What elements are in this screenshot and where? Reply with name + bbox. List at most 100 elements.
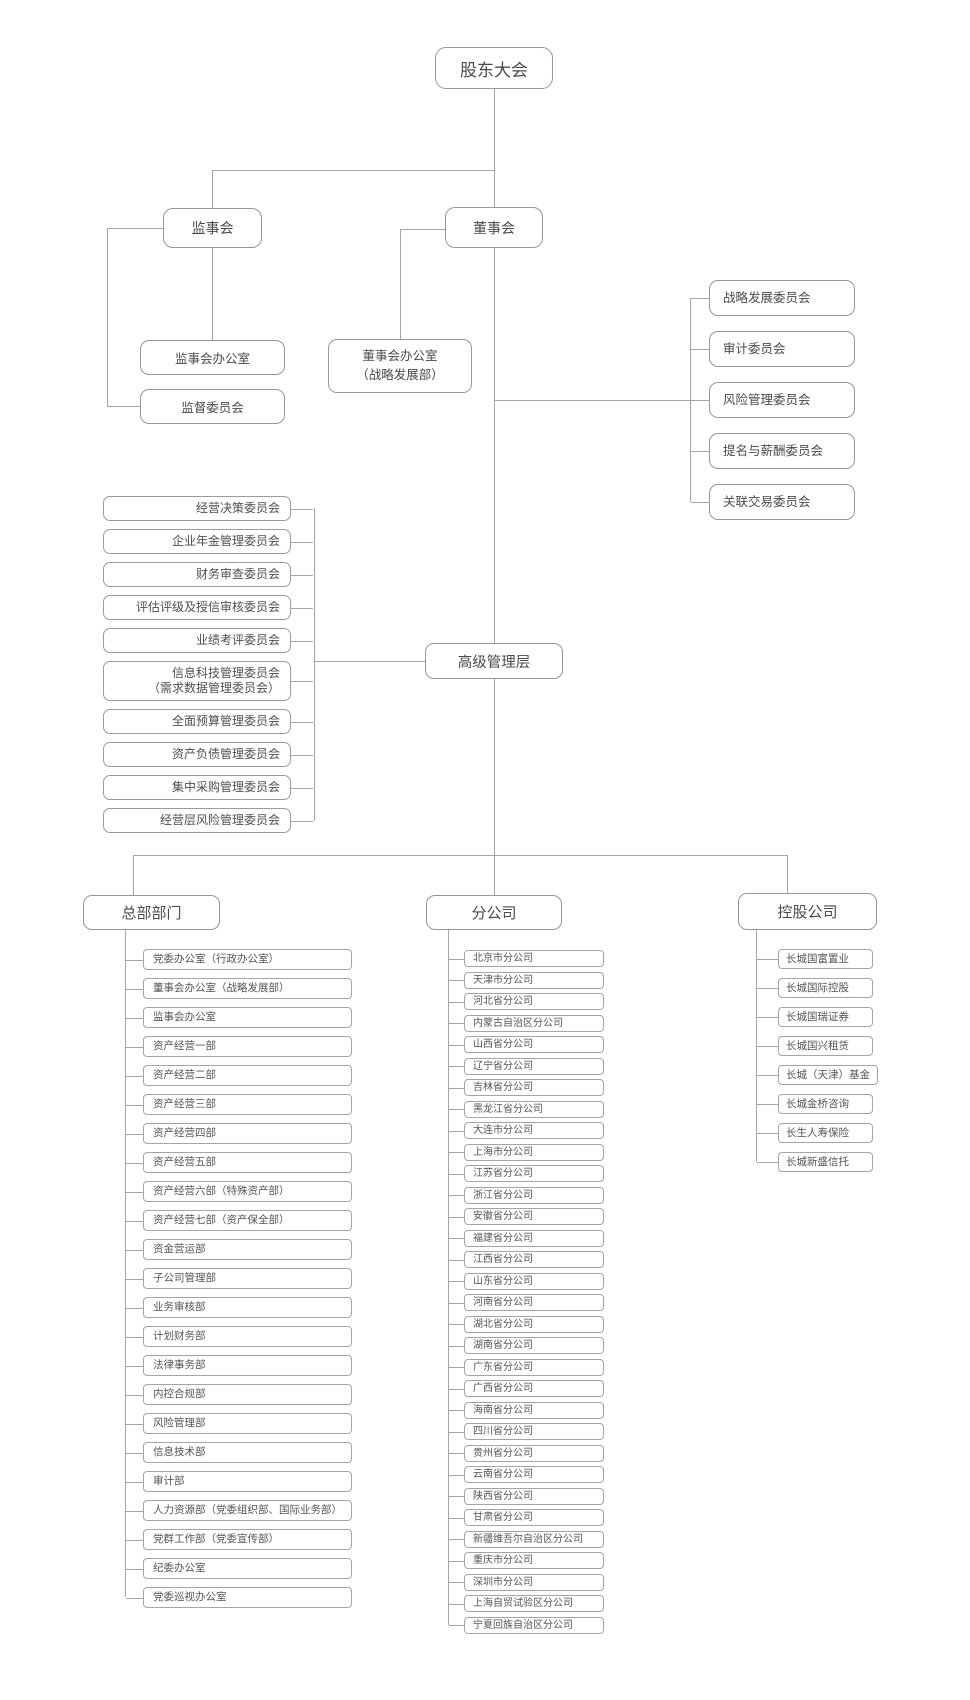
hq-department-item: 人力资源部（党委组织部、国际业务部） xyxy=(126,1500,352,1521)
branch-company-item: 天津市分公司 xyxy=(449,971,604,989)
branch-company-item: 四川省分公司 xyxy=(449,1423,604,1440)
hq-department-item: 党群工作部（党委宣传部） xyxy=(126,1529,352,1550)
holding-company-item: 长城国兴租赁 xyxy=(757,1036,873,1056)
board-committee-item: 提名与薪酬委员会 xyxy=(691,433,855,469)
holding-company-item: 长城新盛信托 xyxy=(757,1152,873,1172)
branch-company-item: 江西省分公司 xyxy=(449,1251,604,1268)
connector xyxy=(787,855,788,893)
connector xyxy=(133,855,134,895)
branch-company-item: 福建省分公司 xyxy=(449,1229,604,1247)
holding-company-item: 长城国际控股 xyxy=(757,978,873,998)
hq-department-item: 监事会办公室 xyxy=(126,1007,352,1028)
branch-company-item: 广东省分公司 xyxy=(449,1358,604,1376)
node-hq-departments-header: 总部部门 xyxy=(83,895,220,930)
holding-company-item: 长城国富置业 xyxy=(757,949,873,969)
hq-department-item: 资产经营五部 xyxy=(126,1152,352,1173)
hq-department-item: 党委办公室（行政办公室） xyxy=(126,949,352,970)
hq-department-item: 资产经营三部 xyxy=(126,1094,352,1115)
management-committee-item: 企业年金管理委员会 xyxy=(103,529,313,554)
hq-department-item: 风险管理部 xyxy=(126,1413,352,1434)
management-committee-item: 全面预算管理委员会 xyxy=(103,709,313,734)
node-board-office: 董事会办公室 （战略发展部） xyxy=(328,339,472,393)
management-committee-item: 评估评级及授信审核委员会 xyxy=(103,595,313,620)
board-committee-item: 审计委员会 xyxy=(691,331,855,367)
node-supervisory-board-office: 监事会办公室 xyxy=(140,340,285,375)
holding-company-item: 长城（天津）基金 xyxy=(757,1065,878,1085)
connector xyxy=(125,930,126,1597)
hq-department-item: 纪委办公室 xyxy=(126,1558,352,1579)
connector xyxy=(212,170,494,171)
branch-company-item: 云南省分公司 xyxy=(449,1466,604,1483)
management-committee-item: 财务审查委员会 xyxy=(103,562,313,587)
connector xyxy=(400,229,445,230)
node-shareholders-meeting: 股东大会 xyxy=(435,47,553,89)
branch-company-item: 上海自贸试验区分公司 xyxy=(449,1595,604,1612)
connector xyxy=(494,679,495,855)
branch-company-item: 河北省分公司 xyxy=(449,993,604,1010)
node-senior-management: 高级管理层 xyxy=(425,643,563,679)
connector xyxy=(212,248,213,340)
branch-company-item: 山西省分公司 xyxy=(449,1036,604,1053)
branch-company-item: 宁夏回族自治区分公司 xyxy=(449,1616,604,1634)
board-committee-item: 风险管理委员会 xyxy=(691,382,855,418)
branch-company-item: 海南省分公司 xyxy=(449,1401,604,1419)
holding-company-item: 长城国瑞证券 xyxy=(757,1007,873,1027)
connector xyxy=(494,855,495,895)
connector xyxy=(212,170,213,208)
hq-department-item: 业务审核部 xyxy=(126,1297,352,1318)
connector xyxy=(107,228,108,406)
hq-department-item: 子公司管理部 xyxy=(126,1268,352,1289)
branch-company-item: 广西省分公司 xyxy=(449,1380,604,1397)
hq-department-item: 资金营运部 xyxy=(126,1239,352,1260)
holding-company-item: 长城金桥咨询 xyxy=(757,1094,873,1114)
branch-company-item: 北京市分公司 xyxy=(449,950,604,967)
branch-company-item: 新疆维吾尔自治区分公司 xyxy=(449,1530,604,1548)
hq-department-item: 资产经营四部 xyxy=(126,1123,352,1144)
hq-department-list: 党委办公室（行政办公室） 董事会办公室（战略发展部） 监事会办公室资产经营一部资产经… xyxy=(126,949,352,1608)
branch-company-item: 上海市分公司 xyxy=(449,1143,604,1161)
hq-department-item: 计划财务部 xyxy=(126,1326,352,1347)
management-committee-item: 信息科技管理委员会 （需求数据管理委员会） xyxy=(103,661,313,701)
hq-department-item: 董事会办公室（战略发展部） xyxy=(126,978,352,999)
management-committee-item: 业绩考评委员会 xyxy=(103,628,313,653)
branch-company-item: 浙江省分公司 xyxy=(449,1186,604,1204)
hq-department-item: 资产经营一部 xyxy=(126,1036,352,1057)
connector xyxy=(494,400,690,401)
connector xyxy=(107,228,163,229)
connector xyxy=(107,406,140,407)
hq-department-item: 审计部 xyxy=(126,1471,352,1492)
branch-company-item: 重庆市分公司 xyxy=(449,1552,604,1569)
management-committee-list: 经营决策委员会企业年金管理委员会财务审查委员会评估评级及授信审核委员会业绩考评委… xyxy=(103,496,313,833)
branch-company-item: 深圳市分公司 xyxy=(449,1573,604,1591)
branch-company-item: 大连市分公司 xyxy=(449,1122,604,1139)
branch-company-item: 甘肃省分公司 xyxy=(449,1509,604,1526)
connector xyxy=(133,855,787,856)
branch-company-item: 陕西省分公司 xyxy=(449,1487,604,1505)
management-committee-item: 资产负债管理委员会 xyxy=(103,742,313,767)
hq-department-item: 信息技术部 xyxy=(126,1442,352,1463)
hq-department-item: 资产经营七部（资产保全部） xyxy=(126,1210,352,1231)
branch-company-item: 内蒙古自治区分公司 xyxy=(449,1014,604,1032)
branch-company-item: 吉林省分公司 xyxy=(449,1079,604,1096)
holding-company-item: 长生人寿保险 xyxy=(757,1123,873,1143)
hq-department-item: 资产经营二部 xyxy=(126,1065,352,1086)
hq-department-item: 内控合规部 xyxy=(126,1384,352,1405)
branch-company-item: 河南省分公司 xyxy=(449,1294,604,1311)
branch-company-list: 北京市分公司天津市分公司河北省分公司内蒙古自治区分公司山西省分公司辽宁省分公司吉… xyxy=(449,950,604,1634)
branch-company-item: 湖南省分公司 xyxy=(449,1337,604,1354)
branch-company-item: 黑龙江省分公司 xyxy=(449,1100,604,1118)
management-committee-item: 集中采购管理委员会 xyxy=(103,775,313,800)
node-holdings-header: 控股公司 xyxy=(738,893,877,930)
hq-department-item: 党委巡视办公室 xyxy=(126,1587,352,1608)
branch-company-item: 辽宁省分公司 xyxy=(449,1057,604,1075)
node-supervisory-board: 监事会 xyxy=(163,208,262,248)
connector xyxy=(448,930,449,1625)
connector xyxy=(690,298,691,502)
hq-department-item: 资产经营六部（特殊资产部） xyxy=(126,1181,352,1202)
branch-company-item: 山东省分公司 xyxy=(449,1272,604,1290)
connector xyxy=(494,248,495,643)
management-committee-item: 经营决策委员会 xyxy=(103,496,313,521)
connector xyxy=(400,229,401,339)
connector xyxy=(314,508,315,821)
board-committee-item: 关联交易委员会 xyxy=(691,484,855,520)
